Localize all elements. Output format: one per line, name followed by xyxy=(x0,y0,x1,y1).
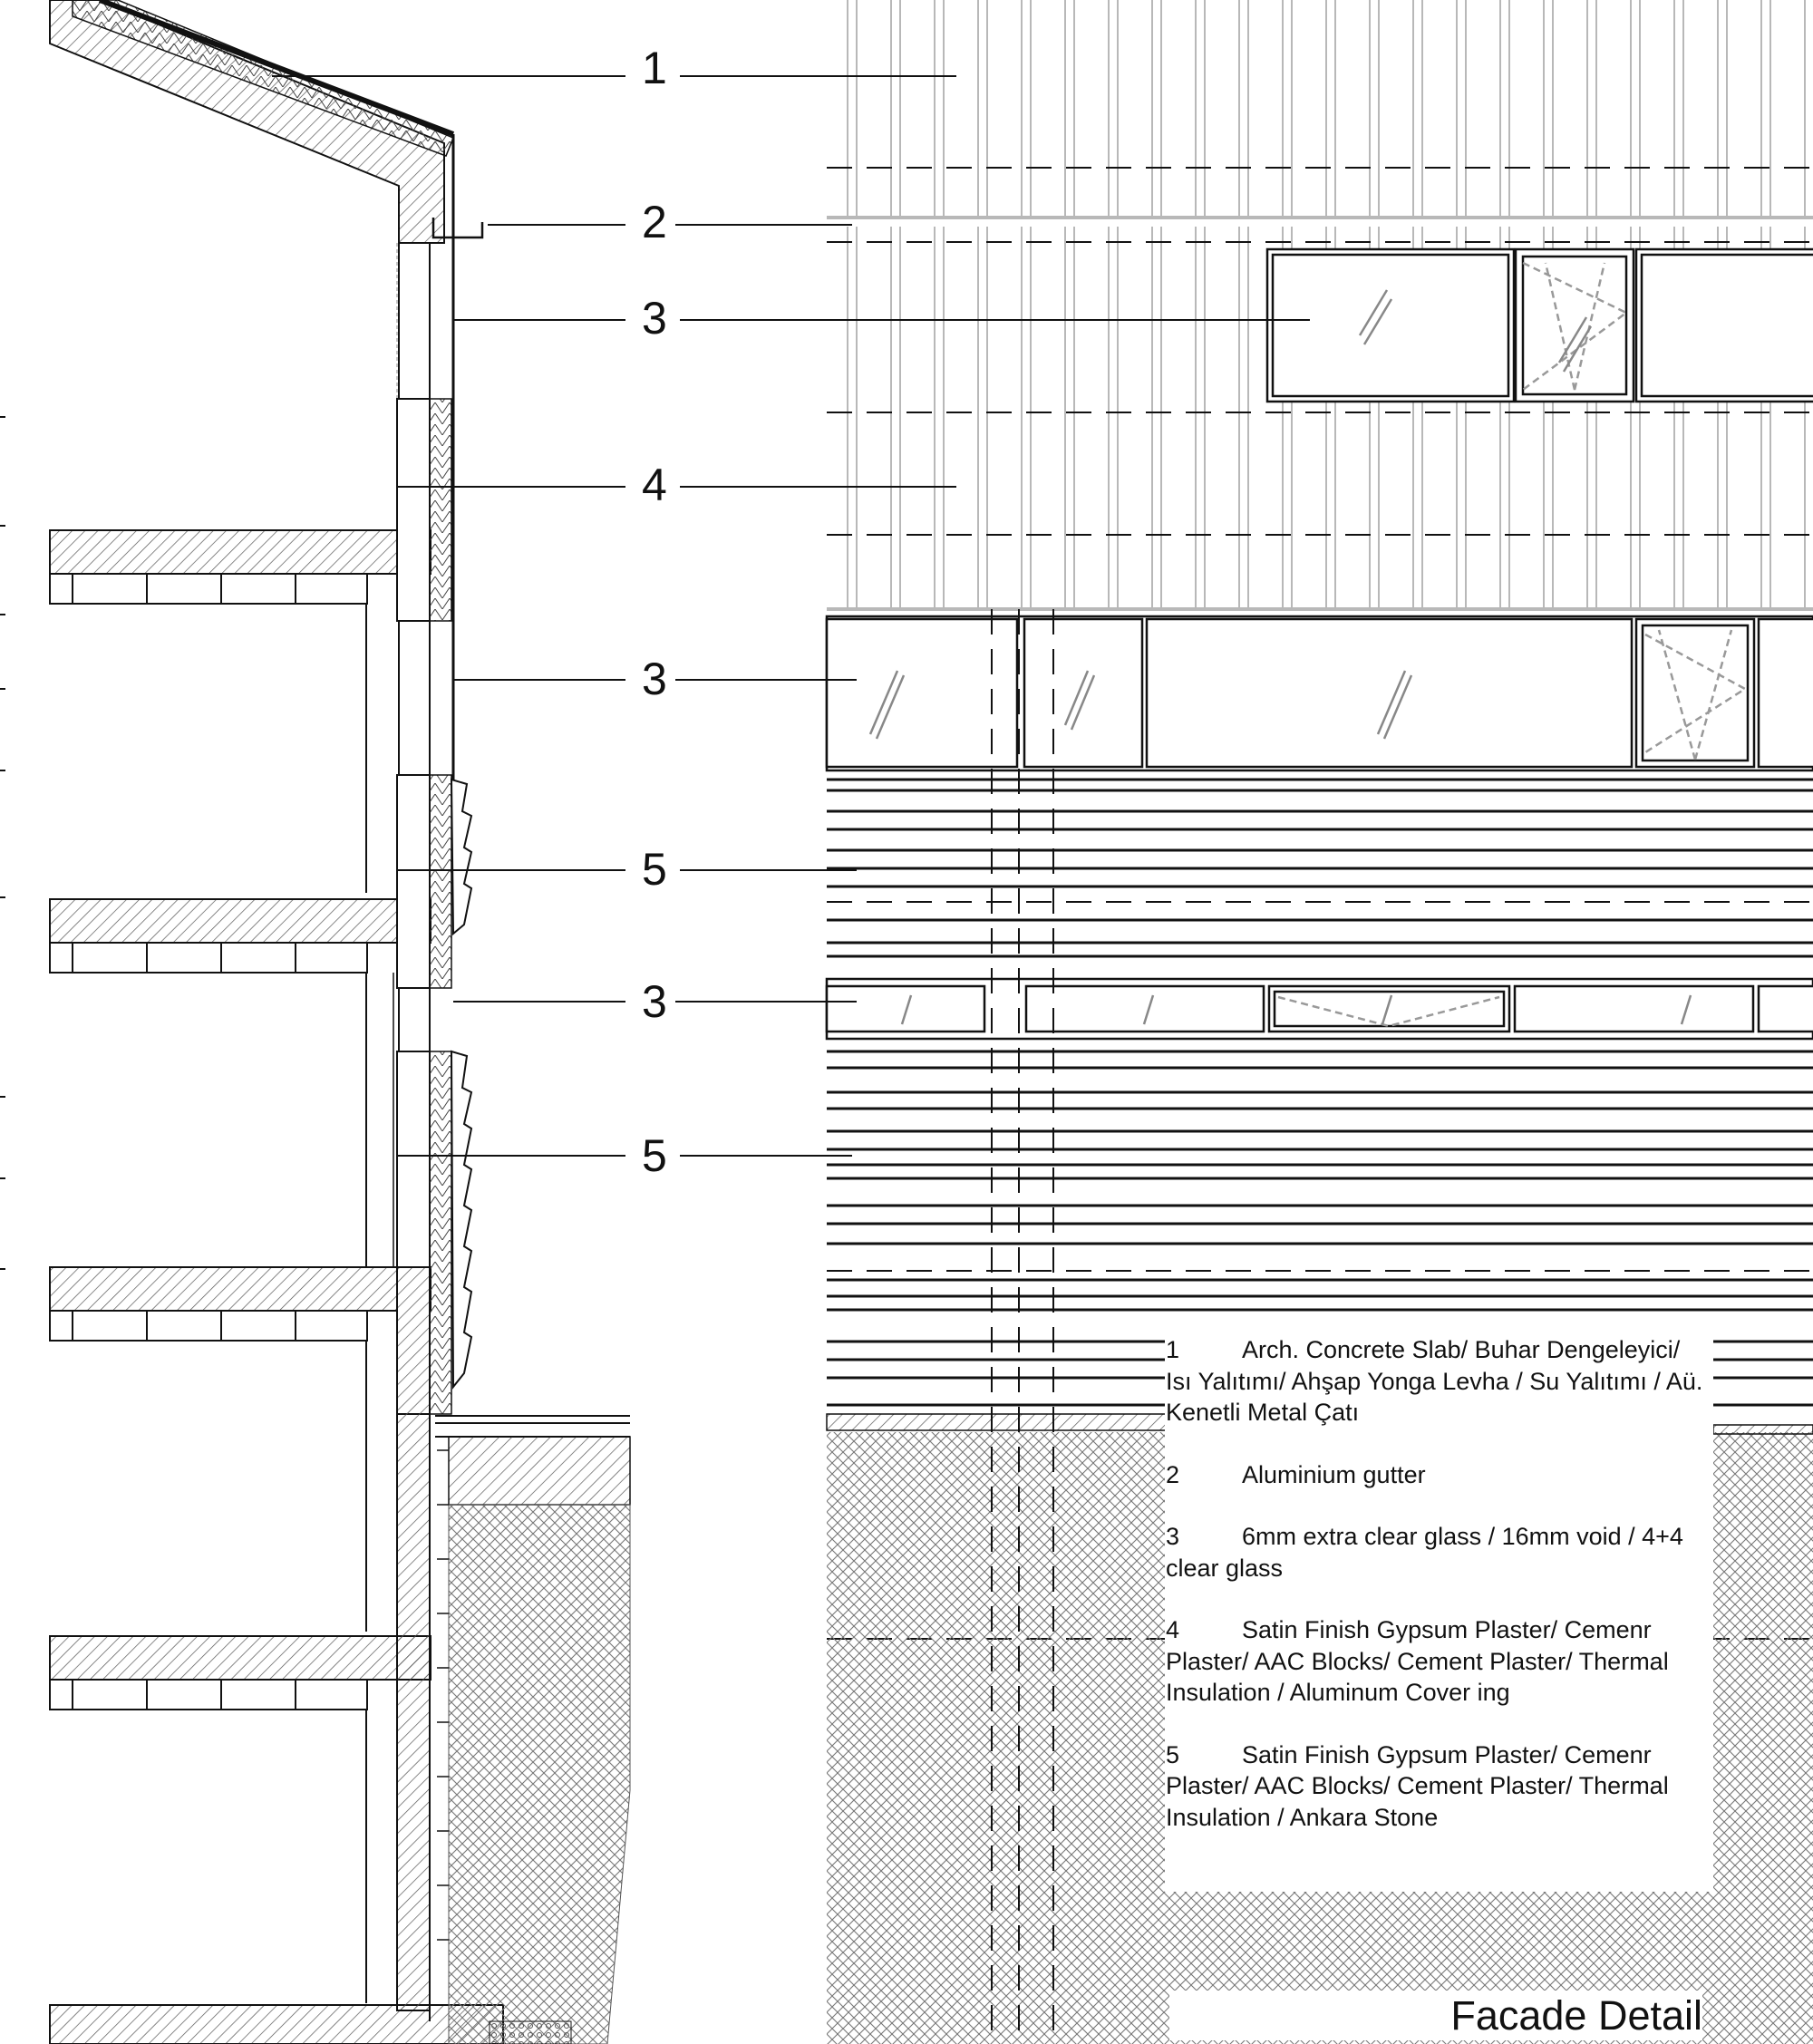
legend-panel xyxy=(1165,1325,1713,1892)
callout-4: 4 xyxy=(642,460,667,510)
legend-text: Satin Finish Gypsum Plaster/ Cemenr Plas… xyxy=(1166,1616,1669,1706)
legend-num: 4 xyxy=(1166,1616,1180,1643)
callout-5a: 5 xyxy=(642,844,667,895)
callout-3c: 3 xyxy=(642,976,667,1027)
legend-text: Arch. Concrete Slab/ Buhar Dengeleyici/ … xyxy=(1166,1336,1703,1426)
legend-item-2: 2 Aluminium gutter xyxy=(1166,1459,1710,1491)
callout-3b: 3 xyxy=(642,654,667,704)
upper-window-band xyxy=(1265,247,1813,403)
callout-1: 1 xyxy=(642,43,667,93)
lower-window-band xyxy=(825,977,1813,1041)
middle-window-band xyxy=(825,615,1813,772)
gutter xyxy=(431,218,484,239)
legend-num: 2 xyxy=(1166,1460,1180,1488)
callout-2: 2 xyxy=(642,197,667,247)
floor-slabs xyxy=(49,529,504,2044)
roof-cladding xyxy=(98,0,455,137)
exterior-wall xyxy=(365,243,452,2021)
drawing-title: Facade Detail xyxy=(1169,1991,1702,2040)
legend-text: 6mm extra clear glass / 16mm void / 4+4 … xyxy=(1166,1523,1683,1582)
cladding-grid xyxy=(847,0,1806,609)
building-section xyxy=(0,0,631,2044)
legend-num: 3 xyxy=(1166,1523,1180,1550)
stone-cladding xyxy=(450,778,473,1390)
callout-3a: 3 xyxy=(642,293,667,344)
ground xyxy=(435,1415,631,2044)
stone-courses-upper xyxy=(827,778,1813,958)
callout-5b: 5 xyxy=(642,1130,667,1181)
legend-text: Aluminium gutter xyxy=(1242,1460,1426,1488)
legend-text: Satin Finish Gypsum Plaster/ Cemenr Plas… xyxy=(1166,1740,1669,1831)
legend-num: 1 xyxy=(1166,1336,1180,1363)
callout-numbers: 1 2 3 4 3 5 3 5 xyxy=(642,43,667,1181)
callout-leaders xyxy=(272,75,1310,1157)
roof-insulation xyxy=(72,0,454,157)
legend-num: 5 xyxy=(1166,1740,1180,1768)
left-edge-marks xyxy=(0,416,5,1270)
